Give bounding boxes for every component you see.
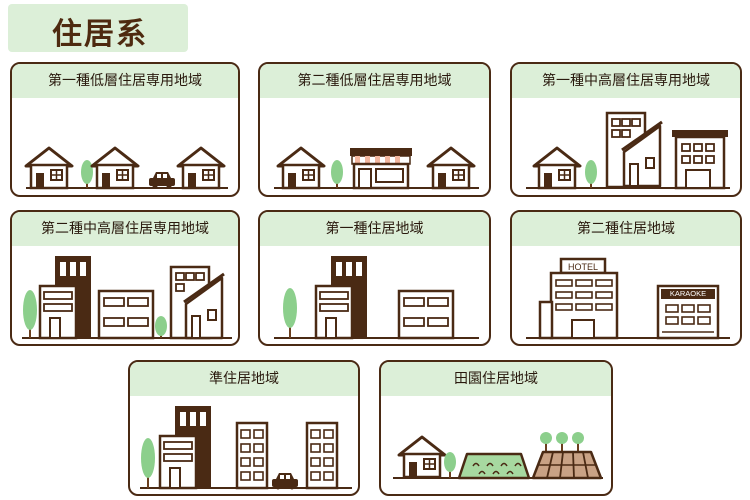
zone-title: 第一種低層住居専用地域 — [12, 64, 238, 98]
apartment-icon — [305, 421, 339, 490]
zone-5-illustration — [274, 256, 479, 340]
house-icon — [276, 146, 326, 190]
apartment-icon — [235, 421, 269, 490]
zone-card-5: 第一種住居地域 — [258, 210, 491, 346]
zone-title: 準住居地域 — [130, 362, 358, 396]
karaoke-building-icon — [656, 284, 720, 340]
zone-card-1: 第一種低層住居専用地域 — [10, 62, 240, 197]
zone-8-illustration — [393, 432, 603, 480]
tree-icon — [283, 288, 297, 338]
zone-card-3: 第一種中高層住居専用地域 — [510, 62, 742, 197]
house-icon — [532, 146, 582, 190]
crop-field-icon — [457, 452, 531, 480]
zone-3-illustration — [526, 111, 730, 190]
zone-title: 第二種住居地域 — [512, 212, 740, 246]
zone-7-illustration — [140, 406, 352, 490]
zone-6-illustration: HOTEL KARAOKE — [526, 257, 730, 340]
house-icon — [24, 146, 74, 190]
zone-card-7: 準住居地域 — [128, 360, 360, 496]
zone-1-illustration — [24, 146, 228, 190]
zone-title: 田園住居地域 — [381, 362, 611, 396]
tower-building-icon — [314, 256, 367, 340]
car-icon — [149, 172, 175, 189]
zone-title: 第二種低層住居専用地域 — [260, 64, 489, 98]
page-title-box: 住居系 — [8, 4, 188, 52]
karaoke-sign: KARAOKE — [670, 289, 706, 298]
zone-card-2: 第二種低層住居専用地域 — [258, 62, 491, 197]
hotel-sign: HOTEL — [568, 262, 598, 272]
tree-icon — [23, 290, 37, 338]
tree-icon — [331, 160, 343, 188]
house-icon — [397, 435, 447, 479]
tree-icon — [444, 452, 456, 478]
low-apartment-icon — [97, 289, 155, 340]
hotel-building-icon — [538, 257, 619, 340]
tree-icon — [155, 316, 167, 338]
zone-title: 第二種中高層住居専用地域 — [12, 212, 238, 246]
slanted-roof-building-icon — [183, 272, 225, 340]
low-apartment-icon — [397, 289, 455, 340]
office-building-icon — [672, 130, 728, 190]
farmland-icon — [531, 432, 603, 480]
car-icon — [272, 473, 298, 490]
slanted-roof-building-icon — [621, 120, 663, 188]
page-title: 住居系 — [52, 17, 148, 52]
house-icon — [90, 146, 140, 190]
zone-title: 第一種住居地域 — [260, 212, 489, 246]
zone-card-6: 第二種住居地域 HOTEL — [510, 210, 742, 346]
zone-title: 第一種中高層住居専用地域 — [512, 64, 740, 98]
zone-card-8: 田園住居地域 — [379, 360, 613, 496]
house-icon — [426, 146, 476, 190]
zone-4-illustration — [22, 256, 232, 340]
tree-icon — [81, 160, 93, 188]
shop-icon — [350, 148, 412, 190]
zone-2-illustration — [274, 146, 479, 190]
zone-card-4: 第二種中高層住居専用地域 — [10, 210, 240, 346]
tree-icon — [585, 160, 597, 188]
house-icon — [176, 146, 226, 190]
tower-building-icon — [158, 406, 211, 490]
tower-building-icon — [38, 256, 91, 340]
tree-icon — [141, 438, 155, 488]
